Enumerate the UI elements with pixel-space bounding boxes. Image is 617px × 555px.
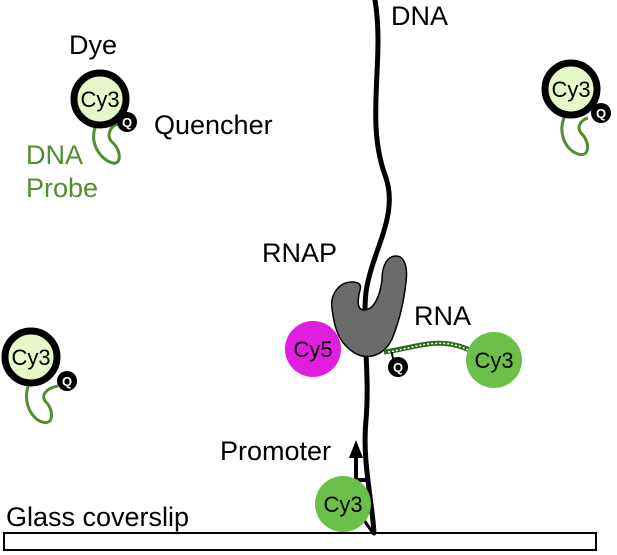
dye-label: Cy3	[551, 77, 590, 102]
dna-probe-topleft: Cy3 Q	[70, 69, 137, 165]
cy3-surface-label: Cy3	[323, 492, 362, 517]
cy3-rna-dye	[466, 332, 522, 388]
dna-probe-label-line1: DNA	[26, 140, 83, 170]
quencher-text-label: Quencher	[154, 110, 273, 140]
cy5-label: Cy5	[293, 337, 332, 362]
quencher-q: Q	[62, 374, 72, 389]
quencher-q: Q	[393, 360, 403, 375]
cy3-dye	[1, 327, 61, 387]
dna-label: DNA	[391, 1, 448, 31]
rnap-label: RNAP	[262, 238, 337, 268]
dye-text-label: Dye	[69, 30, 117, 60]
dna-probe-topright: Cy3 Q	[541, 59, 611, 157]
promoter-label: Promoter	[220, 436, 331, 466]
dye-label: Cy3	[80, 87, 119, 112]
cy3-rna-label: Cy3	[474, 348, 513, 373]
cy3-dye	[70, 69, 130, 129]
quencher-icon	[57, 371, 77, 391]
quencher-q: Q	[122, 115, 132, 130]
quencher-icon	[388, 357, 408, 377]
dye-label: Cy3	[11, 345, 50, 370]
quencher-icon	[591, 103, 611, 123]
quencher-icon	[117, 112, 137, 132]
rna-strand-dots	[387, 342, 471, 353]
cy5-dye	[285, 321, 341, 377]
glass-coverslip-label: Glass coverslip	[6, 502, 189, 532]
cy3-dye	[541, 59, 601, 119]
promoter-arrowhead	[349, 440, 363, 458]
probe-strand	[560, 109, 589, 157]
rnap-polymerase	[330, 255, 408, 358]
probe-strand	[25, 377, 59, 425]
dna-strand	[362, 0, 392, 536]
probe-strand	[92, 117, 121, 165]
quencher-q: Q	[596, 106, 606, 121]
dna-probe-left: Cy3 Q	[1, 327, 77, 425]
rna-label: RNA	[414, 301, 471, 331]
cy3-surface-dye	[315, 476, 371, 532]
dna-probe-label-line2: Probe	[26, 173, 98, 203]
glass-coverslip	[3, 532, 597, 551]
